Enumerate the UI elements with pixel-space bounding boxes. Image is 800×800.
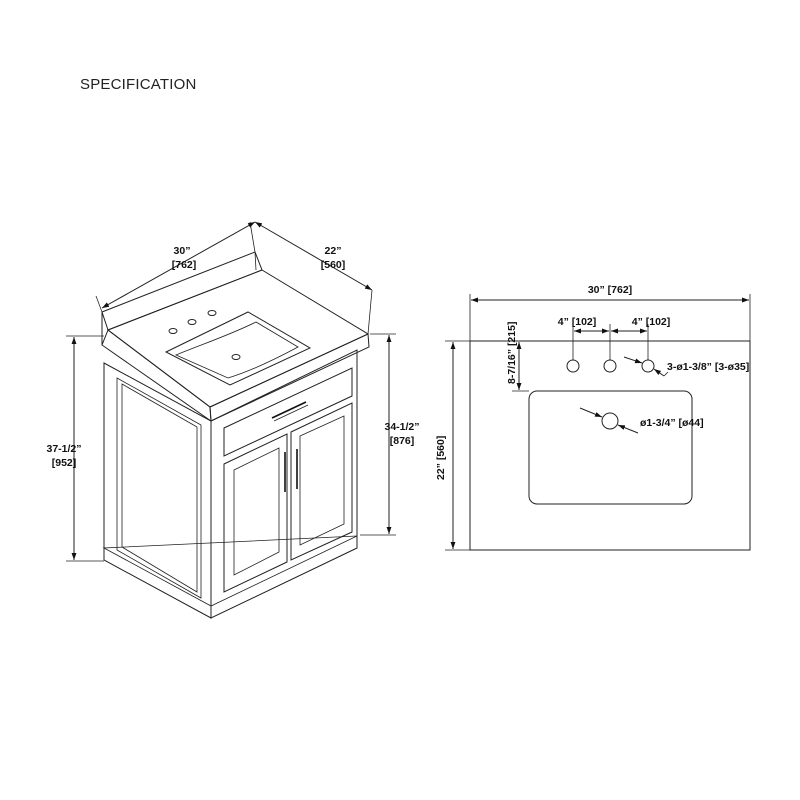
top-depth-label: 22” [560]: [435, 436, 447, 480]
sink-basin: [164, 311, 312, 386]
faucet-spacing-left-label: 4” [102]: [558, 316, 597, 328]
drawer-front: [223, 367, 353, 457]
drawer-handle: [271, 401, 307, 419]
cabinet-front: [210, 349, 358, 619]
drain: [601, 412, 619, 430]
sink-outline: [528, 390, 693, 505]
faucet-hole-left: [566, 359, 580, 373]
drain-label: ø1-3/4” [ø44]: [640, 417, 704, 429]
countertop-front-edge: [209, 333, 370, 422]
page-title: SPECIFICATION: [80, 76, 197, 93]
depth-mm-label: [560]: [321, 259, 346, 271]
depth-label: 22”: [325, 245, 342, 257]
sink-offset-label: 8-7/16” [215]: [506, 322, 518, 384]
side-panel-inset: [116, 377, 202, 599]
faucet-hole-1: [168, 328, 178, 334]
counter-height-mm-label: [876]: [390, 435, 415, 447]
faucet-hole-2: [187, 319, 197, 325]
countertop-top-view: [445, 294, 751, 551]
faucet-hole-3: [207, 310, 217, 316]
overall-height-label: 37-1/2”: [46, 443, 81, 455]
drain-hole: [231, 354, 241, 360]
width-mm-label: [762]: [172, 259, 197, 271]
overall-height-mm-label: [952]: [52, 457, 77, 469]
faucet-hole-right: [641, 359, 655, 373]
faucet-spacing-right-label: 4” [102]: [632, 316, 671, 328]
width-label: 30”: [174, 245, 191, 257]
faucet-holes-label: 3-ø1-3/8” [3-ø35]: [667, 361, 749, 373]
right-door: [290, 402, 353, 561]
top-width-label: 30” [762]: [588, 284, 632, 296]
faucet-hole-center: [603, 359, 617, 373]
left-door: [223, 433, 288, 593]
counter-height-label: 34-1/2”: [384, 421, 419, 433]
cabinet-side: [103, 362, 212, 619]
cabinet-perspective-view: [66, 221, 396, 619]
countertop-side-edge: [101, 329, 212, 423]
